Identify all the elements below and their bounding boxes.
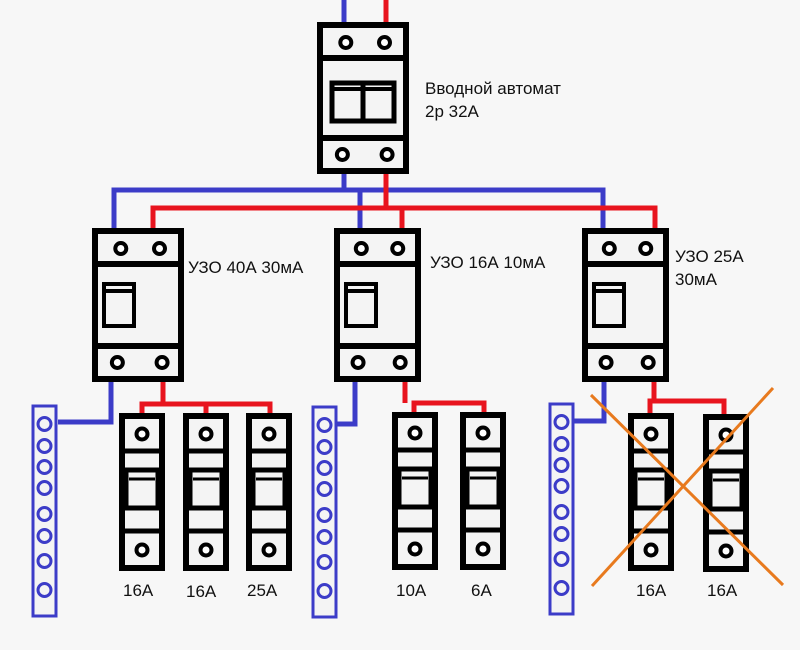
rcd-3 <box>582 228 669 382</box>
busbar-terminal <box>36 582 53 598</box>
rcd-1-label: УЗО 40А 30мА <box>188 258 304 277</box>
breaker-rating: 6А <box>471 581 492 600</box>
busbar-terminal <box>316 507 333 523</box>
terminal-screw <box>134 426 150 442</box>
terminal-screw <box>350 355 366 370</box>
busbar-terminal <box>36 480 53 496</box>
group-3-neutral-wire <box>573 378 607 424</box>
busbar-terminal <box>316 554 333 570</box>
neutral-busbar-2 <box>311 405 338 619</box>
main-breaker-label-1: Вводной автомат <box>425 79 561 98</box>
circuit-breaker <box>460 412 506 570</box>
main-breaker <box>317 22 409 174</box>
terminal-screw <box>338 35 354 50</box>
busbar-terminal <box>36 459 53 475</box>
breaker-rating: 16А <box>186 582 217 601</box>
busbar-terminal <box>316 481 333 497</box>
terminal-screw <box>198 426 214 442</box>
terminal-screw <box>407 425 423 441</box>
terminal-screw <box>152 241 167 256</box>
terminal-screw <box>109 355 125 370</box>
terminal-screw <box>475 425 491 441</box>
busbar-terminal <box>36 553 53 569</box>
terminal-screw <box>392 355 408 370</box>
busbar-terminal <box>36 528 53 544</box>
terminal-screw <box>407 541 423 557</box>
busbar-terminal <box>316 439 333 455</box>
terminal-screw <box>379 147 395 162</box>
group-2-phase-comb <box>411 400 487 416</box>
rcd-1 <box>92 228 184 382</box>
rcd-3-label-2: 30мА <box>675 270 718 289</box>
cross-out-line <box>589 393 785 587</box>
toggle-handle <box>123 467 161 511</box>
terminal-screw <box>334 147 350 162</box>
terminal-screw <box>134 542 150 558</box>
busbar-terminal <box>316 460 333 476</box>
circuit-breaker <box>246 413 292 571</box>
busbar-terminal <box>316 529 333 545</box>
busbar-terminal <box>553 457 570 473</box>
circuit-breaker <box>183 413 229 571</box>
terminal-screw <box>643 542 659 558</box>
main-breaker-label-2: 2р 32А <box>425 102 480 121</box>
busbar-terminal <box>36 438 53 454</box>
circuit-breaker <box>392 412 438 570</box>
group-2-neutral-wire <box>335 378 358 427</box>
busbar-terminal <box>553 504 570 520</box>
terminal-screw <box>261 426 277 442</box>
busbar-terminal <box>553 580 570 596</box>
busbar-terminal <box>316 583 333 599</box>
terminal-screw <box>198 542 214 558</box>
breaker-rating: 16А <box>123 581 154 600</box>
terminal-screw <box>113 241 129 256</box>
terminal-screw <box>601 241 617 256</box>
toggle-handle <box>707 468 745 512</box>
breaker-rating: 25А <box>247 581 278 600</box>
neutral-busbar-3 <box>548 402 575 616</box>
terminal-screw <box>638 241 654 256</box>
toggle-handle <box>187 467 225 511</box>
terminal-screw <box>598 355 614 370</box>
toggle-handle <box>102 282 136 328</box>
rcd-3-label-1: УЗО 25А <box>675 247 744 266</box>
terminal-screw <box>643 426 659 442</box>
terminal-screw <box>154 355 170 370</box>
rcd-2 <box>334 228 421 382</box>
toggle-handle <box>396 466 434 510</box>
busbar-terminal <box>553 526 570 542</box>
toggle-handle <box>632 467 670 511</box>
terminal-screw <box>640 355 656 370</box>
busbar-terminal <box>553 436 570 452</box>
terminal-screw <box>377 35 392 50</box>
busbar-terminal <box>553 414 570 430</box>
toggle-handle <box>464 466 502 510</box>
terminal-screw <box>261 542 277 558</box>
busbar-terminal <box>36 416 53 432</box>
breaker-rating: 10А <box>396 581 427 600</box>
terminal-screw <box>390 241 406 256</box>
terminal-screw <box>475 541 491 557</box>
breaker-rating: 16А <box>707 581 738 600</box>
circuit-breaker <box>119 413 165 571</box>
busbar-terminal <box>316 417 333 433</box>
busbar-terminal <box>553 478 570 494</box>
breaker-rating: 16А <box>636 581 667 600</box>
busbar-terminal <box>553 551 570 567</box>
rcd-2-label: УЗО 16А 10мА <box>430 253 546 272</box>
terminal-screw <box>718 543 734 559</box>
group-1-neutral-wire <box>58 378 114 425</box>
group-3-phase-comb <box>647 398 727 416</box>
neutral-busbar-1 <box>31 404 58 618</box>
busbar-terminal <box>36 506 53 522</box>
cross-out-line <box>590 386 775 588</box>
terminal-screw <box>353 241 369 256</box>
toggle-handle <box>250 467 288 511</box>
